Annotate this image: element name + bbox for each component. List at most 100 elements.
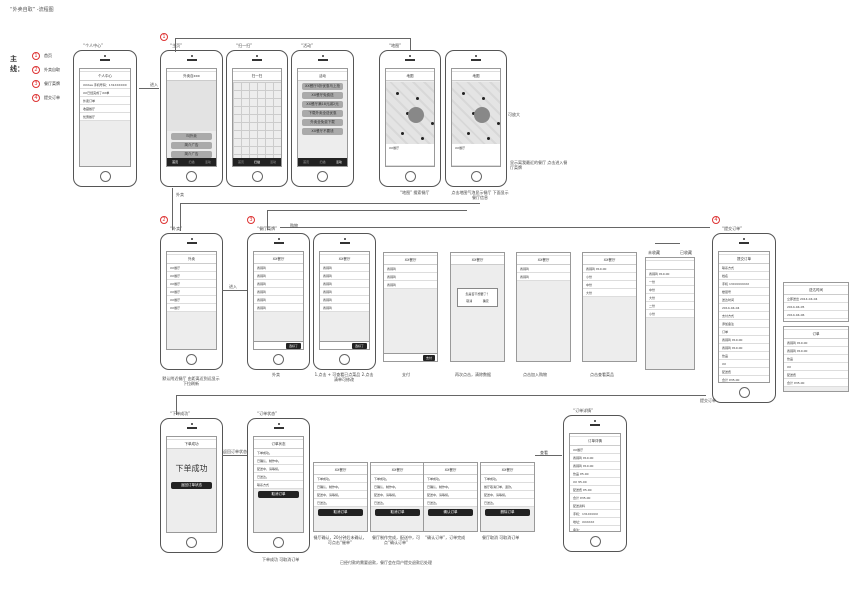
home-button[interactable] — [186, 171, 197, 182]
action-button[interactable]: 简介广告 — [171, 142, 212, 149]
list-row[interactable]: 已送达。 — [481, 499, 534, 507]
list-row[interactable]: 已确认，制作中。 — [314, 483, 367, 491]
home-button[interactable] — [273, 537, 284, 548]
list-row[interactable]: XX餐厅 — [167, 280, 216, 288]
map-marker[interactable] — [401, 132, 404, 135]
list-row[interactable]: 楼层号 — [719, 288, 769, 296]
list-row[interactable]: XX ¥5.00 — [570, 478, 620, 486]
list-row[interactable]: 送达时间 — [719, 296, 769, 304]
list-row[interactable]: 香辣鸡 — [320, 296, 369, 304]
list-row[interactable]: 香辣鸡 — [320, 288, 369, 296]
list-row[interactable]: 手机 13XXXXXXXX — [719, 280, 769, 288]
tab-2[interactable]: 活动 — [335, 160, 342, 164]
list-row[interactable]: 已送达。 — [424, 499, 477, 507]
action-button[interactable]: XX餐厅不要钱 — [302, 128, 343, 135]
map-marker[interactable] — [406, 112, 409, 115]
list-row[interactable]: 饮品 — [719, 352, 769, 360]
list-row[interactable]: 配送中，请等候。 — [424, 491, 477, 499]
list-row[interactable]: 2014-04-06 — [784, 311, 848, 319]
tab-1[interactable]: 扫描 — [319, 160, 326, 164]
checkout-button[interactable]: 支付 — [422, 355, 435, 361]
action-button[interactable]: 叫外卖 — [171, 133, 212, 140]
confirm-button[interactable]: 确定 — [482, 299, 489, 303]
list-row[interactable]: 支付方式 — [719, 312, 769, 320]
list-row[interactable]: 优惠餐厅 — [80, 113, 130, 121]
list-row[interactable]: XX餐厅 — [167, 272, 216, 280]
map-marker[interactable] — [487, 137, 490, 140]
list-row[interactable]: 大份 — [583, 289, 636, 297]
list-row[interactable]: XX餐厅 — [167, 264, 216, 272]
list-row[interactable]: 姓名 — [719, 272, 769, 280]
list-row[interactable]: 配送中，请等候。 — [371, 491, 424, 499]
map-marker[interactable] — [467, 132, 470, 135]
list-row[interactable]: 香辣鸡 ¥10.00 — [719, 344, 769, 352]
list-row[interactable]: 香辣鸡 — [320, 280, 369, 288]
list-row[interactable]: 2014-04-07 — [784, 319, 848, 321]
list-row[interactable]: 收藏餐厅 — [80, 105, 130, 113]
home-button[interactable] — [99, 171, 111, 182]
list-row[interactable]: 香辣鸡 ¥10.00 — [570, 454, 620, 462]
list-row[interactable]: 香辣鸡 ¥10.00 — [570, 462, 620, 470]
list-row[interactable]: 大份 — [646, 294, 694, 302]
list-row[interactable]: 下单成功。 — [371, 475, 424, 483]
list-row[interactable]: 小份 — [646, 310, 694, 318]
tab-1[interactable]: 扫描 — [253, 160, 260, 164]
map-marker[interactable] — [462, 92, 465, 95]
banner[interactable] — [167, 81, 216, 131]
action-button[interactable]: 返回订单状态 — [171, 482, 212, 489]
list-row[interactable]: 二份 — [646, 302, 694, 310]
list-row[interactable]: XX — [719, 360, 769, 368]
list-row[interactable]: 合计 ¥35.00 — [719, 376, 769, 382]
list-row[interactable]: 备注： — [570, 526, 620, 531]
list-row[interactable]: XXXaa 手机号码：131XXXXXX — [80, 81, 130, 89]
list-row[interactable]: 配送费 — [784, 371, 848, 379]
checkout-button[interactable]: 选好了 — [285, 343, 301, 349]
list-row[interactable]: 下单成功。 — [481, 475, 534, 483]
list-row[interactable]: 香辣鸡 — [254, 296, 303, 304]
list-row[interactable]: 饮品 ¥5.00 — [570, 470, 620, 478]
list-row[interactable]: 2014-04-05 — [784, 303, 848, 311]
map-marker[interactable] — [431, 122, 434, 125]
list-row[interactable]: 香辣鸡 — [254, 272, 303, 280]
list-row[interactable]: 下单成功。 — [254, 449, 303, 457]
list-row[interactable]: 香辣鸡 ¥10.00 — [784, 339, 848, 347]
list-row[interactable]: 香辣鸡 — [384, 265, 437, 273]
list-row[interactable]: XX已经完成了XX单 — [80, 89, 130, 97]
list-row[interactable]: 配送资料 — [570, 502, 620, 510]
list-row[interactable]: 添加备注 — [719, 320, 769, 328]
list-row[interactable]: XX — [784, 363, 848, 371]
cart-footer[interactable]: 支付 — [384, 353, 437, 361]
home-button[interactable] — [251, 171, 263, 182]
list-row[interactable]: 香辣鸡 — [254, 304, 303, 312]
tab-0[interactable]: 首页 — [172, 160, 179, 164]
list-row[interactable]: 立即送出 2014-04-04 — [784, 295, 848, 303]
list-row[interactable]: 香辣鸡 ¥10.00 — [719, 336, 769, 344]
list-row[interactable]: 联系方式 — [719, 264, 769, 272]
action-button[interactable]: 下载外卖全送优惠 — [302, 110, 343, 117]
list-row[interactable]: 香辣鸡 — [517, 265, 570, 273]
cart-footer[interactable]: 选好了 — [254, 341, 303, 349]
action-button[interactable]: 确认订单 — [428, 509, 473, 516]
list-row[interactable]: XX餐厅 — [167, 296, 216, 304]
action-button[interactable]: 简介广告 — [171, 151, 212, 158]
map-marker[interactable] — [482, 97, 485, 100]
list-row[interactable]: 配送费 — [719, 368, 769, 376]
list-row[interactable]: 香辣鸡 — [384, 273, 437, 281]
home-button[interactable] — [404, 171, 416, 182]
list-row[interactable]: 一份 — [646, 278, 694, 286]
list-row[interactable]: 香辣鸡 ¥10.00 — [646, 270, 694, 278]
list-row[interactable]: 中份 — [646, 286, 694, 294]
list-row[interactable]: 香辣鸡 — [254, 280, 303, 288]
tab-1[interactable]: 扫描 — [188, 160, 195, 164]
list-row[interactable]: 下单成功。 — [424, 475, 477, 483]
map-view[interactable] — [386, 82, 434, 147]
list-row[interactable]: 配送费 ¥5.00 — [570, 486, 620, 494]
list-row[interactable]: 下单成功。 — [314, 475, 367, 483]
tab-2[interactable]: 活动 — [269, 160, 276, 164]
home-button[interactable] — [186, 537, 197, 548]
home-button[interactable] — [273, 354, 284, 365]
list-row[interactable]: 餐厅取消订单，退款。 — [481, 483, 534, 491]
list-row[interactable]: 香辣鸡 — [320, 272, 369, 280]
list-row[interactable]: 已确认，制作中。 — [424, 483, 477, 491]
list-row[interactable]: 香辣鸡 — [254, 288, 303, 296]
